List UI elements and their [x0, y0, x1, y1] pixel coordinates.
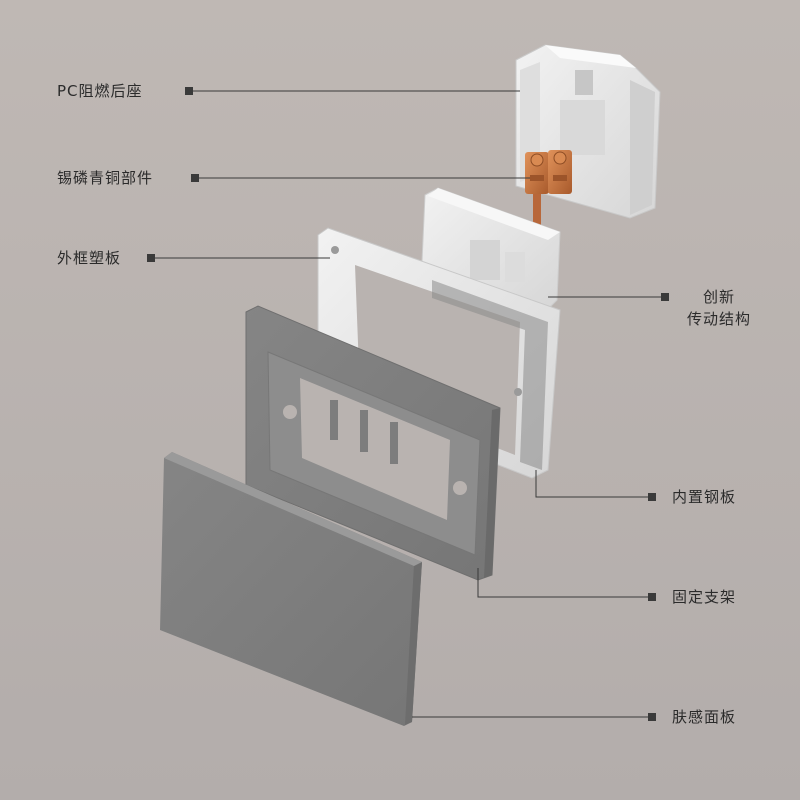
label-bronze: 锡磷青铜部件 — [57, 169, 154, 187]
label-drive: 创新 传动结构 — [674, 286, 764, 330]
label-frame: 外框塑板 — [57, 249, 122, 267]
drive-structure — [421, 187, 561, 313]
label-bracket: 固定支架 — [672, 588, 737, 606]
fixed-bracket — [245, 305, 501, 581]
leader-markers — [147, 87, 669, 721]
bronze-component — [525, 150, 572, 228]
leader-lines — [152, 90, 666, 718]
skin-feel-panel — [160, 452, 422, 726]
label-drive-line1: 创新 — [702, 288, 735, 306]
label-pc-base: PC阻燃后座 — [57, 82, 143, 100]
label-panel: 肤感面板 — [672, 708, 737, 726]
label-drive-line2: 传动结构 — [686, 310, 751, 328]
label-steel: 内置钢板 — [672, 488, 737, 506]
